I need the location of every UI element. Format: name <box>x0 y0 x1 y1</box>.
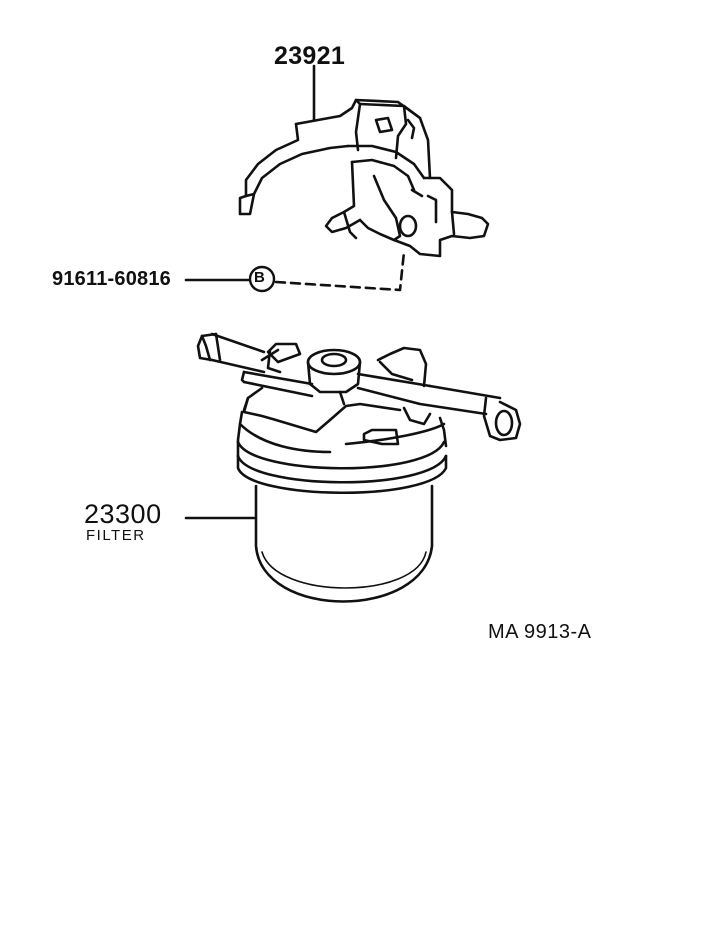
part-number-bracket: 23921 <box>274 42 346 70</box>
part-number-bolt: 91611-60816 <box>52 268 171 290</box>
bracket-23921 <box>238 64 490 258</box>
bolt-91611-60816 <box>184 250 406 293</box>
bolt-dashed-path <box>274 250 406 292</box>
fuel-filter-23300 <box>184 332 522 603</box>
part-number-filter: 23300 <box>84 499 162 529</box>
part-name-filter: FILTER <box>86 527 146 544</box>
bolt-marker-letter: B <box>254 269 265 286</box>
bolt-marker-circle <box>248 265 276 293</box>
diagram-reference-code: MA 9913-A <box>488 621 592 643</box>
